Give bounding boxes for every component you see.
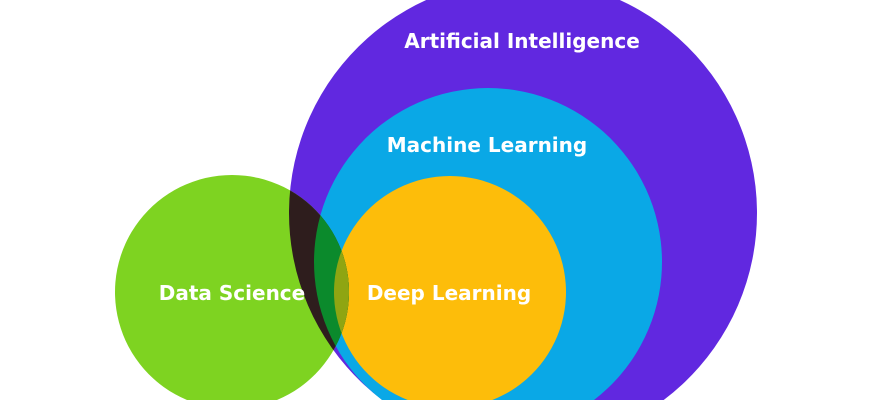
deep-learning-circle <box>334 175 567 400</box>
ai-label: Artificial Intelligence <box>404 29 640 53</box>
dl-label: Deep Learning <box>367 281 531 305</box>
ds-label: Data Science <box>159 281 305 305</box>
ml-label: Machine Learning <box>387 133 587 157</box>
